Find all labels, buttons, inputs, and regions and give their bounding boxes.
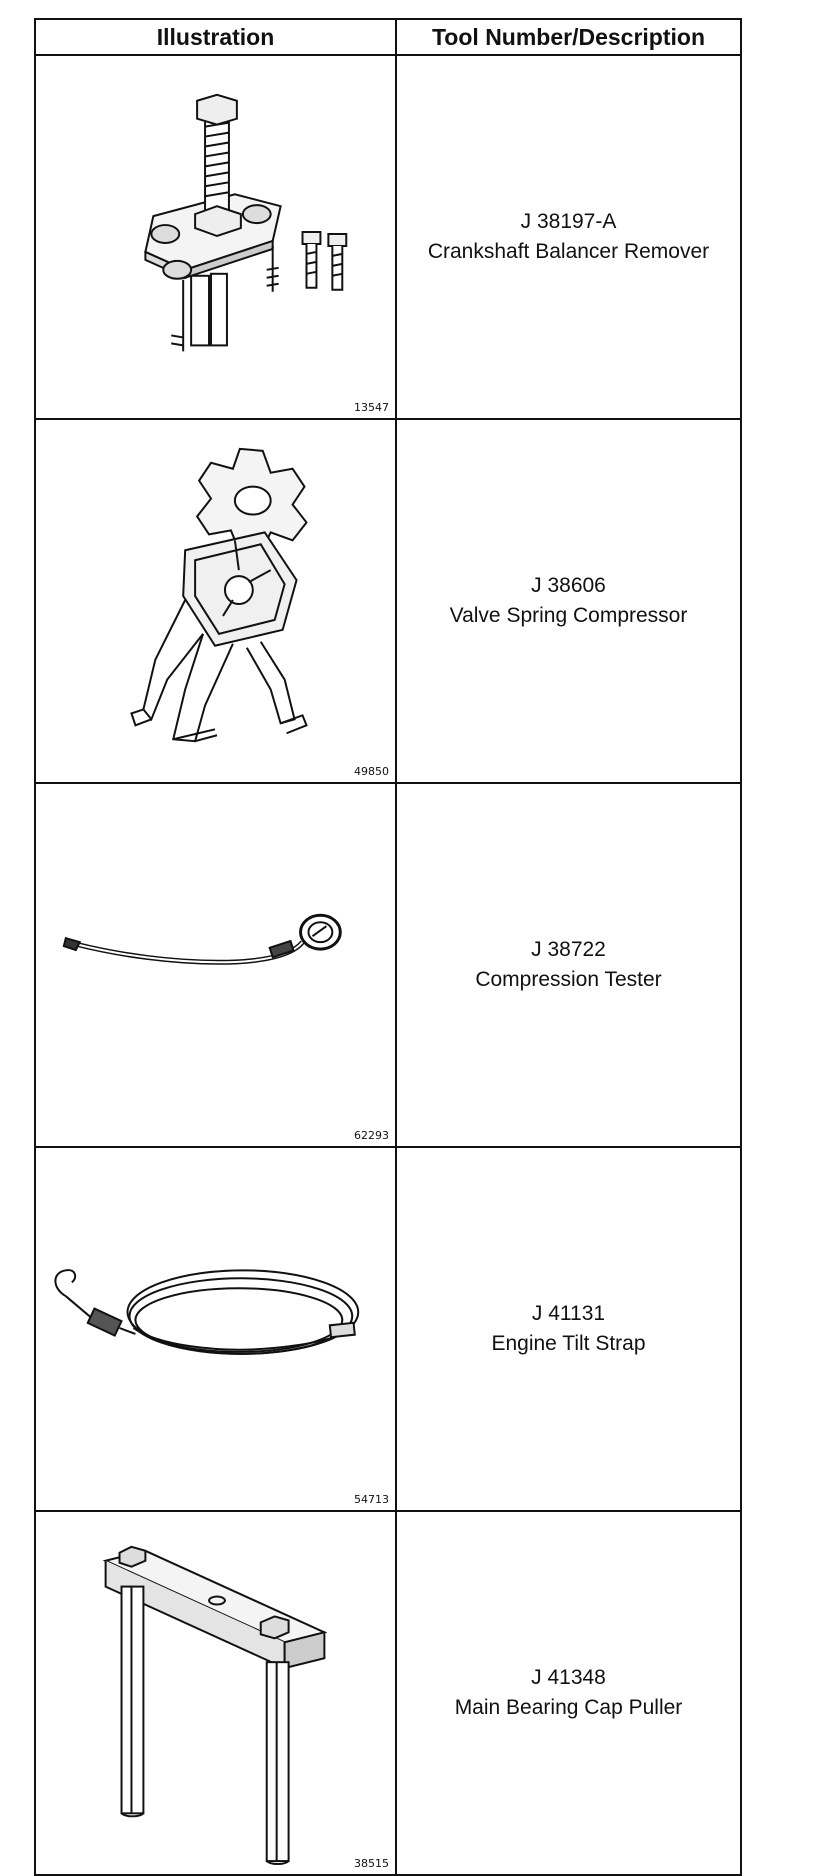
description-cell: J 38197-A Crankshaft Balancer Remover [395, 54, 742, 420]
tool-number: J 38197-A [520, 210, 617, 233]
figure-number: 13547 [354, 401, 389, 414]
illustration-cell: 38515 [34, 1510, 397, 1876]
figure-number: 54713 [354, 1493, 389, 1506]
table-row: 13547 J 38197-A Crankshaft Balancer Remo… [34, 54, 742, 420]
table-row: 49850 J 38606 Valve Spring Compressor [34, 418, 742, 784]
table-row: 62293 J 38722 Compression Tester [34, 782, 742, 1148]
illustration-cell: 54713 [34, 1146, 397, 1512]
description-cell: J 41348 Main Bearing Cap Puller [395, 1510, 742, 1876]
compression-tester-illustration [62, 913, 342, 965]
illustration-header: Illustration [34, 18, 397, 56]
tool-name: Main Bearing Cap Puller [454, 1696, 683, 1719]
description-cell: J 38722 Compression Tester [395, 782, 742, 1148]
header-row: Illustration Tool Number/Description [34, 18, 742, 56]
figure-number: 49850 [354, 765, 389, 778]
description-cell: J 41131 Engine Tilt Strap [395, 1146, 742, 1512]
illustration-cell: 62293 [34, 782, 397, 1148]
tool-number: J 41348 [531, 1666, 606, 1689]
main-bearing-cap-puller-illustration [102, 1545, 328, 1866]
tool-name: Engine Tilt Strap [491, 1332, 646, 1355]
figure-number: 62293 [354, 1129, 389, 1142]
special-tools-table: Illustration Tool Number/Description [34, 18, 742, 1876]
tool-name: Valve Spring Compressor [449, 604, 688, 627]
valve-spring-compressor-illustration [130, 447, 308, 743]
tool-number: J 38606 [531, 574, 606, 597]
table-row: 38515 J 41348 Main Bearing Cap Puller [34, 1510, 742, 1876]
illustration-cell: 13547 [34, 54, 397, 420]
table-row: 54713 J 41131 Engine Tilt Strap [34, 1146, 742, 1512]
engine-tilt-strap-illustration [54, 1269, 360, 1355]
tool-name: Crankshaft Balancer Remover [427, 240, 710, 263]
tool-number: J 41131 [531, 1302, 606, 1325]
tool-name: Compression Tester [475, 968, 662, 991]
figure-number: 38515 [354, 1857, 389, 1870]
description-cell: J 38606 Valve Spring Compressor [395, 418, 742, 784]
tool-number: J 38722 [531, 938, 606, 961]
crankshaft-balancer-remover-illustration [144, 93, 348, 352]
description-header: Tool Number/Description [395, 18, 742, 56]
illustration-cell: 49850 [34, 418, 397, 784]
